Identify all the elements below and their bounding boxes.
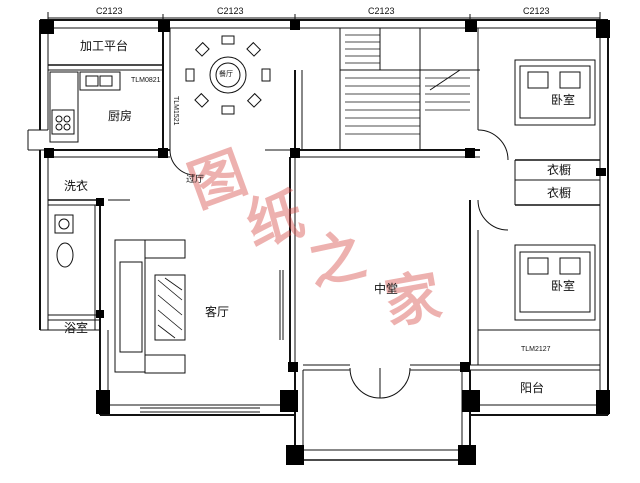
room-label-kitchen: 厨房: [108, 109, 133, 123]
door-code-kitchen: TLM0821: [131, 77, 161, 84]
room-label-laundry: 洗衣: [64, 179, 89, 193]
room-label-wardrobe-2: 衣橱: [547, 186, 572, 200]
room-label-corridor: 过厅: [186, 174, 205, 184]
door-code-bedroom: TLM2127: [521, 346, 551, 353]
window-dim-4: C2123: [523, 6, 550, 16]
room-label-bedroom-lower: 卧室: [551, 279, 576, 293]
room-label-hall: 中堂: [374, 282, 399, 296]
room-label-bathroom: 浴室: [64, 321, 89, 335]
room-label-bedroom-upper: 卧室: [551, 93, 576, 107]
room-label-wardrobe-1: 衣橱: [547, 163, 572, 177]
door-code-dining: TLM1521: [172, 96, 179, 126]
window-dim-2: C2123: [217, 6, 244, 16]
structural-columns: [40, 20, 610, 465]
window-dim-1: C2123: [96, 6, 123, 16]
room-label-processing-platform: 加工平台: [80, 39, 129, 53]
room-label-living: 客厅: [205, 305, 230, 319]
room-label-dining: 餐厅: [219, 71, 233, 78]
window-dim-3: C2123: [368, 6, 395, 16]
room-label-balcony: 阳台: [520, 381, 545, 395]
